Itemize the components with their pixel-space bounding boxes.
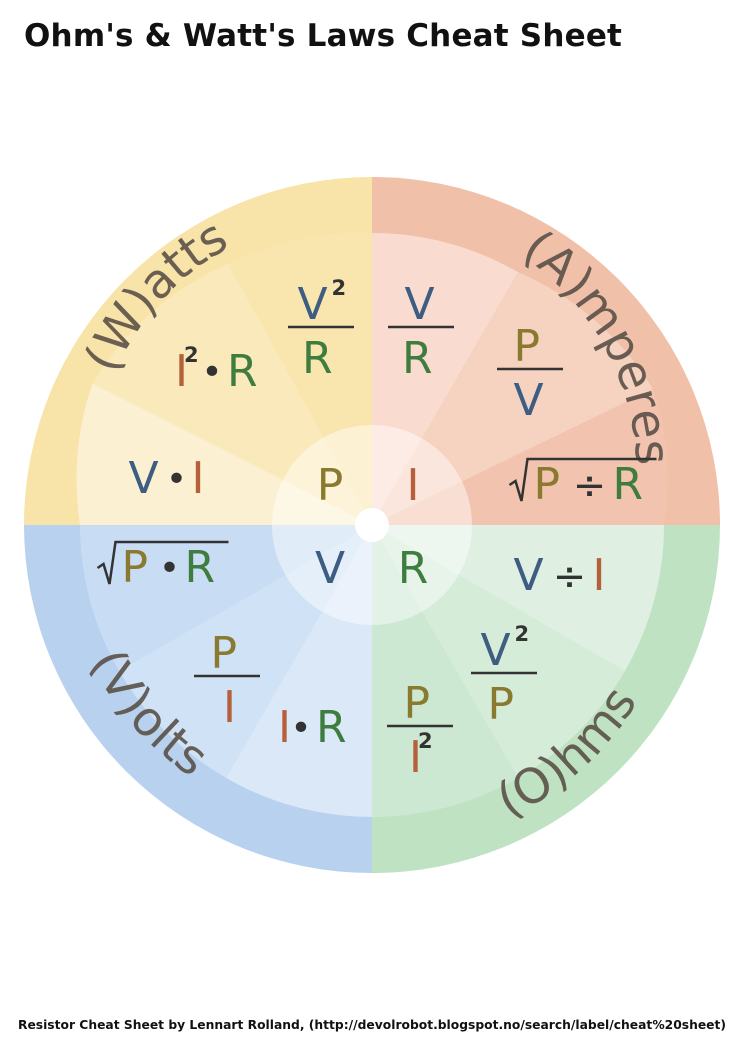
amperes-formula-1-denominator-symbol-r: R (402, 333, 433, 384)
watts-formula-2-numerator-symbol-v: V (298, 279, 328, 330)
amperes-formula-3-symbol-p: P (534, 459, 561, 510)
watts-formula-2-denominator-symbol-r: R (302, 333, 333, 384)
volts-formula-1-symbol-p: P (122, 542, 149, 593)
amperes-formula-1-numerator-symbol-v: V (405, 279, 435, 330)
center-symbols: P I V R (315, 460, 428, 594)
ohms-formula-1-symbol-v: V (514, 550, 544, 601)
volts-sector-sqrt-pr (79, 525, 372, 671)
volts-formula-2-numerator-symbol-p: P (211, 628, 238, 679)
volts-formula-1: P•R (96, 540, 229, 593)
volts-formula-3-operator: • (290, 708, 311, 749)
ohms-formula-3-numerator-symbol-p: P (404, 678, 431, 729)
ohms-formula-1-operator: ÷ (553, 554, 587, 600)
ohms-formula-3-denominator-symbol-i: I (409, 732, 422, 783)
watts-center-symbol: P (317, 460, 344, 511)
ohms-sector-v2p (372, 525, 625, 778)
amperes-sector-vr (372, 233, 518, 525)
volts-formula-3: I•R (278, 702, 347, 753)
footer-credit: Resistor Cheat Sheet by Lennart Rolland,… (17, 1018, 727, 1032)
amperes-formula-2-denominator-symbol-v: V (514, 375, 544, 426)
volts-formula-1-symbol-r: R (185, 542, 216, 593)
watts-formula-2-numerator-symbol-v-exponent: 2 (332, 276, 347, 300)
watts-formula-3: V•I (129, 453, 205, 504)
ohms-formula-1: V÷I (514, 550, 606, 601)
ohms-sector-vi (372, 525, 664, 671)
watts-sector-v2r (228, 232, 372, 526)
watts-sector-i2r (92, 263, 372, 525)
ohms-formula-2-numerator-symbol-v: V (481, 625, 511, 676)
amperes-formula-3-radical (508, 457, 657, 502)
watts-formula-1-symbol-r: R (227, 346, 258, 397)
volts-formula-2: PI (194, 628, 260, 733)
amperes-formula-2: PV (497, 321, 563, 426)
center-hub (355, 508, 389, 542)
amperes-formula-3: P ÷R (508, 457, 657, 510)
watts-formula-3-symbol-v: V (129, 453, 159, 504)
ohms-formula-2-numerator-symbol-v-exponent: 2 (515, 622, 530, 646)
amperes-sector-pv (372, 272, 653, 525)
ohms-sector-pi2 (372, 525, 518, 817)
volts-formula-2-denominator-symbol-i: I (223, 682, 236, 733)
watts-formula-1-symbol-i: I (175, 346, 188, 397)
volts-formula-1-radical (96, 540, 229, 585)
ohms-center-symbol: R (398, 543, 429, 594)
watts-sector-vi (76, 383, 373, 525)
volts-sector-pi (119, 525, 372, 778)
page-title: Ohm's & Watt's Laws Cheat Sheet (24, 18, 623, 54)
volts-center-symbol: V (315, 543, 345, 594)
ohms-formula-3-denominator-symbol-i-exponent: 2 (418, 729, 433, 753)
amperes-formula-3-symbol-r: R (613, 459, 644, 510)
amperes-center-symbol: I (407, 460, 420, 511)
amperes-formula-1: VR (388, 279, 454, 384)
formula-sectors (76, 232, 668, 817)
center-disc (272, 425, 472, 625)
amperes-formula-3-operator: ÷ (573, 463, 607, 509)
amperes-formula-2-numerator-symbol-p: P (514, 321, 541, 372)
ohms-formula-1-symbol-i: I (593, 550, 606, 601)
volts-formula-1-operator: • (159, 548, 180, 589)
volts-formula-3-symbol-r: R (316, 702, 347, 753)
watts-formula-1: I2•R (175, 343, 258, 397)
amperes-sector-sqrt-pr (372, 389, 668, 525)
ohms-formula-3: PI2 (387, 678, 453, 783)
volts-formula-3-symbol-i: I (278, 702, 291, 753)
volts-sector-ir (226, 525, 372, 817)
watts-formula-1-operator: • (201, 352, 222, 393)
ohms-formula-2-denominator-symbol-p: P (488, 679, 515, 730)
watts-formula-3-operator: • (166, 459, 187, 500)
watts-formula-3-symbol-i: I (192, 453, 205, 504)
watts-formula-1-symbol-i-exponent: 2 (184, 343, 199, 367)
